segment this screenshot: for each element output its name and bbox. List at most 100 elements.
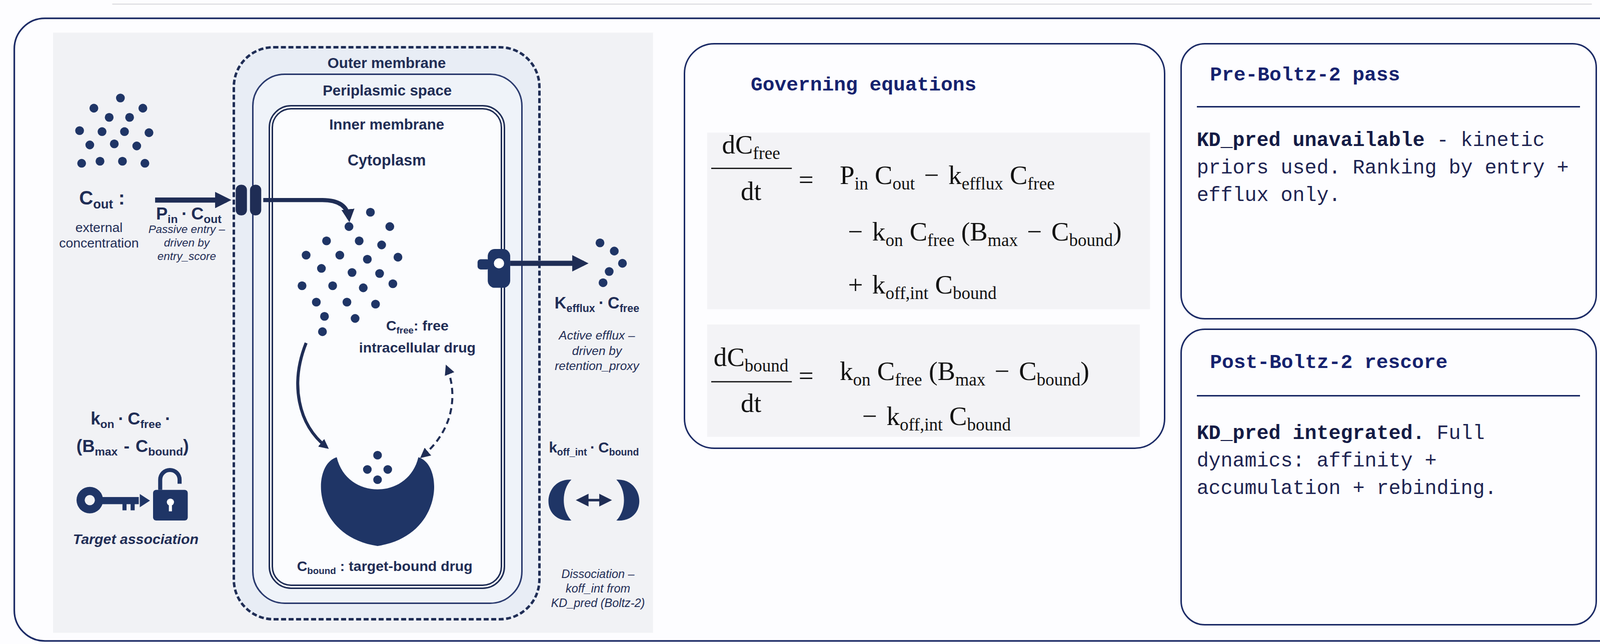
concentration-label-group: Cfree: free intracellular drug [351,316,484,357]
efflux-arrow [510,261,584,267]
equation-term-group: konCfree(Bmax−Cbound) [839,356,1090,396]
drug-molecule [312,297,322,307]
drug-molecule [372,450,383,461]
subscript-text: bound [744,356,789,376]
flux-term: C [135,436,149,456]
equation-term: ( [961,216,971,246]
equation-term: k [948,160,962,190]
drug-molecule [377,240,387,250]
flux-term-group: (Bmax-Cbound) [76,436,190,463]
periplasm-fill [252,73,523,605]
membrane-label: Inner membrane [273,115,501,135]
equation-panel [707,324,1140,438]
cytoplasm-fill [268,105,506,590]
key-icon [122,503,127,511]
subscript-text: efflux [961,174,1004,194]
subscript-text: max [955,370,986,390]
equation-term: P [839,160,855,190]
subscript-text: off,int [885,283,929,304]
equation-term-group: −konCfree(Bmax−Cbound) [847,216,1122,256]
drug-molecule [301,251,311,261]
concentration-label: : target-bound drug [340,558,473,575]
concentration-symbol: : [118,187,126,209]
illustration-panel [53,32,654,633]
equation-term: − [994,356,1010,386]
subscript-text: out [892,174,915,194]
equation-panel [707,132,1150,310]
drug-molecule [132,141,142,151]
status-keyword: KD_pred unavailable [1196,129,1425,153]
equation-term: C [1051,216,1069,246]
entry-arrow [155,197,227,203]
equation-term: = [798,165,814,195]
entry-arrow [263,200,349,219]
drug-molecule [388,279,398,289]
equation-term-group: PinCout−keffluxCfree [839,160,1055,200]
equation-term: ) [1080,356,1090,386]
drug-molecule [118,157,128,167]
pre-pass-panel: Pre-Boltz-2 passKD_pred unavailable- kin… [1180,43,1597,320]
drug-molecule [116,93,126,103]
equation-term-group: +koff,intCbound [847,269,997,309]
post-rescore-panel: Post-Boltz-2 rescoreKD_pred integrated.F… [1180,328,1597,626]
drug-molecule [138,104,148,114]
equation-term: C [1018,356,1037,386]
flux-term: · [598,294,605,313]
flux-term: B [82,436,95,456]
drug-molecule [366,208,376,218]
subscript-text: bound [1036,370,1081,390]
drug-molecule [335,251,345,261]
equation-term: dt [740,176,762,206]
flux-term: k [548,439,557,456]
exchange-arrow [422,367,453,457]
drug-molecule [372,474,383,485]
panel-heading: Governing equations [750,73,1164,98]
drug-molecule [609,246,619,256]
equation-term: B [937,356,956,386]
flux-term: P [156,203,168,223]
subscript-text: on [100,417,115,431]
flux-term: C [607,294,620,313]
description-label: Passive entry – driven by entry_score [148,222,226,263]
subscript-text: max [94,445,118,459]
subscript-text: off_int [557,447,588,459]
subscript-text: max [987,230,1018,250]
equation-term: k [886,401,900,431]
concentration-symbol: C [79,187,94,209]
drug-molecule [110,139,120,149]
flux-term: k [90,409,101,429]
subscript-text: free [619,303,640,316]
flux-term: · [181,203,188,223]
flux-term: K [554,294,567,313]
outer-membrane-fill [232,46,541,621]
drug-molecule [350,314,360,324]
subscript-text: free [927,230,955,250]
panel-body: KD_pred integrated.Full dynamics: affini… [1196,420,1586,503]
drug-molecule [105,113,115,123]
subscript-text: bound [148,445,184,459]
drug-molecule [371,300,381,310]
concentration-label: C [297,558,308,575]
drug-molecule [362,464,373,475]
drug-molecule [342,297,352,307]
efflux-pump [477,259,490,270]
key-icon [84,495,95,506]
description-label-group: Passive entry – driven by entry_score [145,222,229,264]
description-label-group: external concentration [55,220,143,253]
drug-molecule [320,312,330,322]
flux-term: · [590,439,596,456]
equation-term-group: = [798,361,814,391]
drug-molecule [385,222,395,232]
equation-term: − [1027,216,1043,246]
description-label: Target association [73,531,199,548]
dissociation-arrow [579,499,609,502]
subscript-text: bound [952,283,997,304]
lock-icon [160,470,180,491]
dissociation-icon [616,479,640,521]
equation-term: C [935,269,953,299]
target-protein [321,457,435,547]
flux-term: ( [76,436,83,456]
drug-molecule [354,236,364,246]
drug-molecule [347,268,357,278]
compartment-label: Cytoplasm [273,150,501,170]
